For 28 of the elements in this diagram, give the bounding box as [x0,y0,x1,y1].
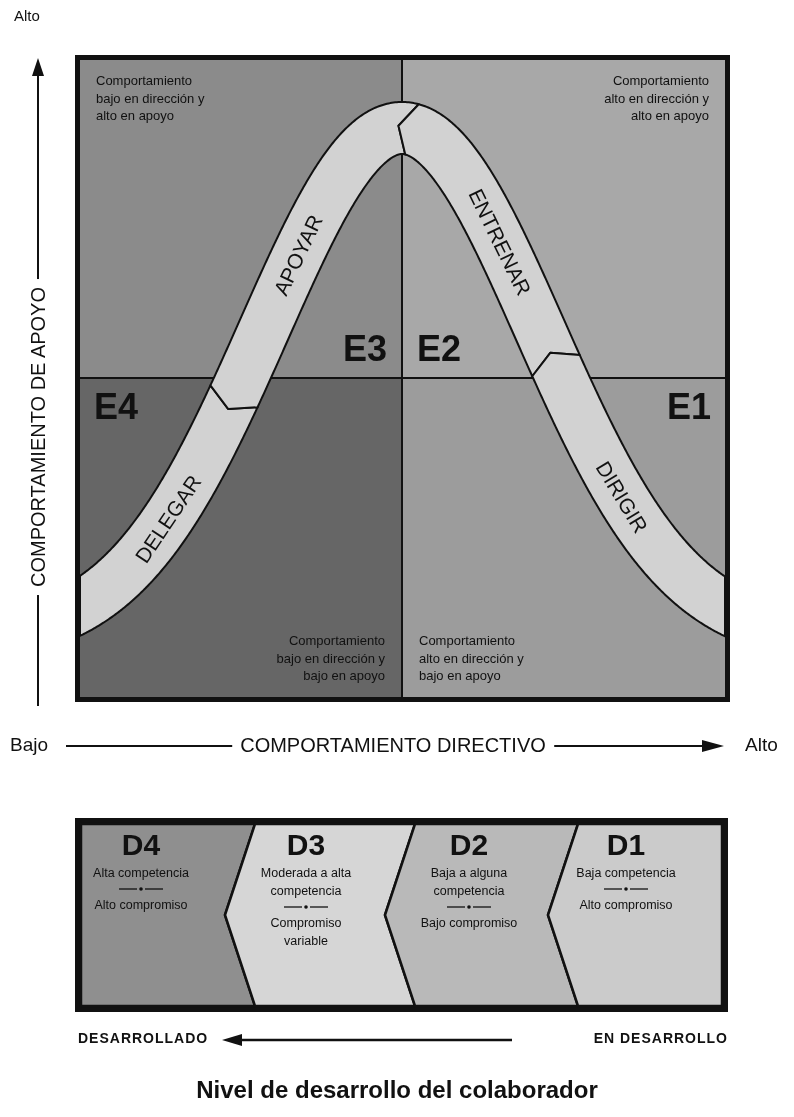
stage-description: Alta competencia [93,865,189,882]
quadrant-description: Comportamiento bajo en dirección y bajo en apoyo [275,632,385,685]
quadrant-code: E3 [342,331,387,367]
stage-description: Baja a alguna competencia [429,865,509,901]
quadrant-code: E4 [94,389,139,425]
quadrant-description: Comportamiento alto en dirección y bajo en apoyo [419,632,525,685]
axis-label: Alto [14,8,40,25]
quadrant-code: E1 [666,389,711,425]
stage-description: Bajo compromiso [420,915,518,933]
quadrant-code: E2 [417,331,462,367]
stage-code: D1 [606,830,646,860]
stage-description: Compromiso variable [269,915,343,951]
stage-code: D3 [286,830,326,860]
stage-description: Alto compromiso [94,897,188,915]
quadrant-description: Comportamiento alto en dirección y alto en apoyo [603,72,709,125]
axis-label: Bajo [10,735,49,756]
stage-code: D2 [449,830,489,860]
quadrant-panel [80,379,401,697]
axis-label: Alto [745,735,778,756]
caption: Nivel de desarrollo del colaborador [196,1076,598,1104]
stage-description: Moderada a alta competencia [259,865,353,901]
stage-description: Baja competencia [576,865,676,882]
panel-frame [75,818,728,1012]
stage-code: D4 [121,830,161,860]
axis-label: DESARROLLADO [78,1031,209,1047]
axis-label: EN DESARROLLO [593,1031,728,1047]
stage-description: Alto compromiso [579,897,673,915]
quadrant-description: Comportamiento bajo en dirección y alto en apoyo [96,72,206,125]
